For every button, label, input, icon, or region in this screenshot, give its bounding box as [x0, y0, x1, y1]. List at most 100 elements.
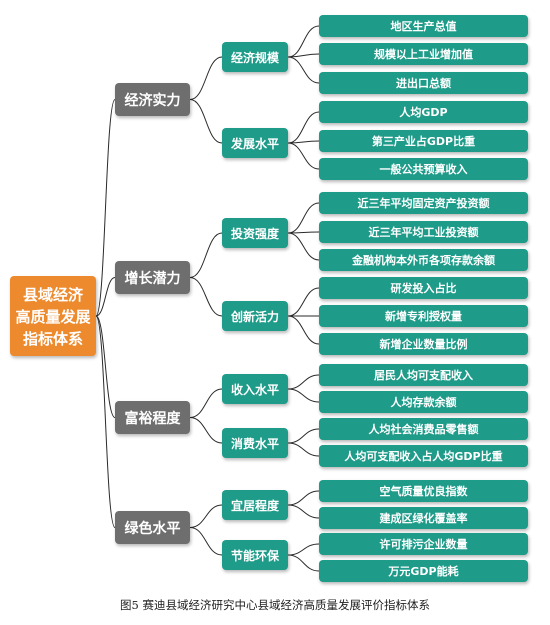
connector-line [287, 554, 320, 572]
leaf-label: 研发投入占比 [390, 282, 457, 295]
connector-line [287, 287, 320, 317]
sub-label: 经济规模 [230, 50, 279, 65]
connector-line [287, 232, 320, 261]
sub-node-livability: 宜居程度 [222, 490, 288, 520]
connector-line [95, 315, 116, 418]
leaf-label: 近三年平均固定资产投资额 [357, 197, 490, 210]
leaf-label: 人均可支配收入占人均GDP比重 [344, 450, 503, 463]
leaf-label: 居民人均可支配收入 [374, 369, 473, 382]
connector-line [287, 442, 320, 457]
connector-line [95, 99, 116, 317]
category-node-growth-potential: 增长潜力 [115, 261, 190, 294]
figure-caption: 图5 赛迪县域经济研究中心县域经济高质量发展评价指标体系 [120, 598, 430, 612]
connector-line [189, 99, 223, 144]
leaf-label: 一般公共预算收入 [379, 163, 468, 176]
category-node-wealth-level: 富裕程度 [115, 401, 190, 434]
connector-line [287, 374, 320, 390]
connector-line [287, 53, 320, 58]
leaf-node: 研发投入占比 [319, 277, 528, 299]
connector-line [189, 527, 223, 556]
leaf-label: 人均社会消费品零售额 [368, 423, 479, 436]
sub-node-innovation-vitality: 创新活力 [222, 301, 288, 331]
sub-label: 消费水平 [230, 436, 279, 451]
sub-label: 节能环保 [230, 548, 279, 563]
sub-label: 投资强度 [230, 226, 279, 241]
leaf-node: 人均GDP [319, 101, 528, 123]
connector-line [189, 504, 223, 528]
connector-line [287, 504, 320, 519]
leaf-label: 进出口总额 [396, 77, 451, 90]
leaf-node: 人均社会消费品零售额 [319, 418, 528, 440]
category-node-economic-strength: 经济实力 [115, 83, 190, 116]
sub-node-development-level: 发展水平 [222, 128, 288, 158]
sub-label: 创新活力 [230, 309, 279, 324]
leaf-node: 规模以上工业增加值 [319, 43, 528, 65]
connector-line [189, 56, 223, 100]
leaf-label: 金融机构本外币各项存款余额 [352, 254, 495, 267]
connector-line [287, 388, 320, 403]
leaf-node: 空气质量优良指数 [319, 480, 528, 502]
leaf-label: 万元GDP能耗 [388, 565, 459, 578]
leaf-node: 许可排污企业数量 [319, 533, 528, 555]
category-label: 经济实力 [124, 92, 181, 109]
leaf-node: 新增专利授权量 [319, 305, 528, 327]
connector-line [287, 315, 320, 345]
leaf-label: 新增企业数量比例 [379, 338, 468, 351]
connector-line [287, 140, 320, 144]
connector-line [287, 25, 320, 58]
leaf-node: 人均可支配收入占人均GDP比重 [319, 445, 528, 467]
sub-label: 宜居程度 [230, 498, 279, 513]
connector-line [287, 56, 320, 84]
leaf-node: 第三产业占GDP比重 [319, 130, 528, 152]
category-label: 富裕程度 [124, 410, 181, 427]
leaf-label: 许可排污企业数量 [379, 538, 468, 551]
connector-line [95, 277, 116, 317]
connector-line [189, 232, 223, 278]
leaf-label: 空气质量优良指数 [379, 485, 468, 498]
sub-node-income-level: 收入水平 [222, 374, 288, 404]
leaf-node: 万元GDP能耗 [319, 560, 528, 582]
leaf-node: 近三年平均工业投资额 [319, 221, 528, 243]
sub-label: 发展水平 [230, 136, 279, 151]
leaf-label: 新增专利授权量 [385, 310, 462, 323]
category-label: 增长潜力 [124, 270, 181, 287]
root-node-label: 县域经济 高质量发展 指标体系 [15, 286, 91, 348]
leaf-node: 地区生产总值 [319, 15, 528, 37]
leaf-node: 近三年平均固定资产投资额 [319, 192, 528, 214]
leaf-node: 建成区绿化覆盖率 [319, 507, 528, 529]
leaf-node: 一般公共预算收入 [319, 158, 528, 180]
connector-line [189, 388, 223, 418]
leaf-label: 建成区绿化覆盖率 [379, 512, 468, 525]
leaf-label: 规模以上工业增加值 [374, 48, 473, 61]
connector-line [189, 277, 223, 317]
root-node: 县域经济 高质量发展 指标体系 [10, 276, 96, 356]
leaf-label: 第三产业占GDP比重 [371, 135, 476, 148]
leaf-node: 新增企业数量比例 [319, 333, 528, 355]
connector-line [287, 428, 320, 444]
sub-label: 收入水平 [230, 382, 279, 397]
leaf-node: 进出口总额 [319, 72, 528, 94]
connector-line [287, 111, 320, 144]
leaf-label: 近三年平均工业投资额 [368, 226, 479, 239]
leaf-label: 地区生产总值 [390, 20, 457, 33]
sub-node-economic-scale: 经济规模 [222, 42, 288, 72]
category-node-green-level: 绿色水平 [115, 511, 190, 544]
connector-line [287, 231, 320, 234]
leaf-node: 人均存款余额 [319, 391, 528, 413]
sub-node-consumption-level: 消费水平 [222, 428, 288, 458]
leaf-label: 人均GDP [399, 106, 448, 119]
category-label: 绿色水平 [124, 520, 181, 537]
sub-node-energy-saving: 节能环保 [222, 540, 288, 570]
connector-line [189, 417, 223, 444]
connector-line [287, 490, 320, 506]
leaf-label: 人均存款余额 [390, 396, 457, 409]
sub-node-investment-intensity: 投资强度 [222, 218, 288, 248]
leaf-node: 金融机构本外币各项存款余额 [319, 249, 528, 271]
connector-line [95, 315, 116, 528]
connector-line [287, 202, 320, 234]
leaf-node: 居民人均可支配收入 [319, 364, 528, 386]
connector-line [287, 543, 320, 556]
connector-line [287, 142, 320, 170]
